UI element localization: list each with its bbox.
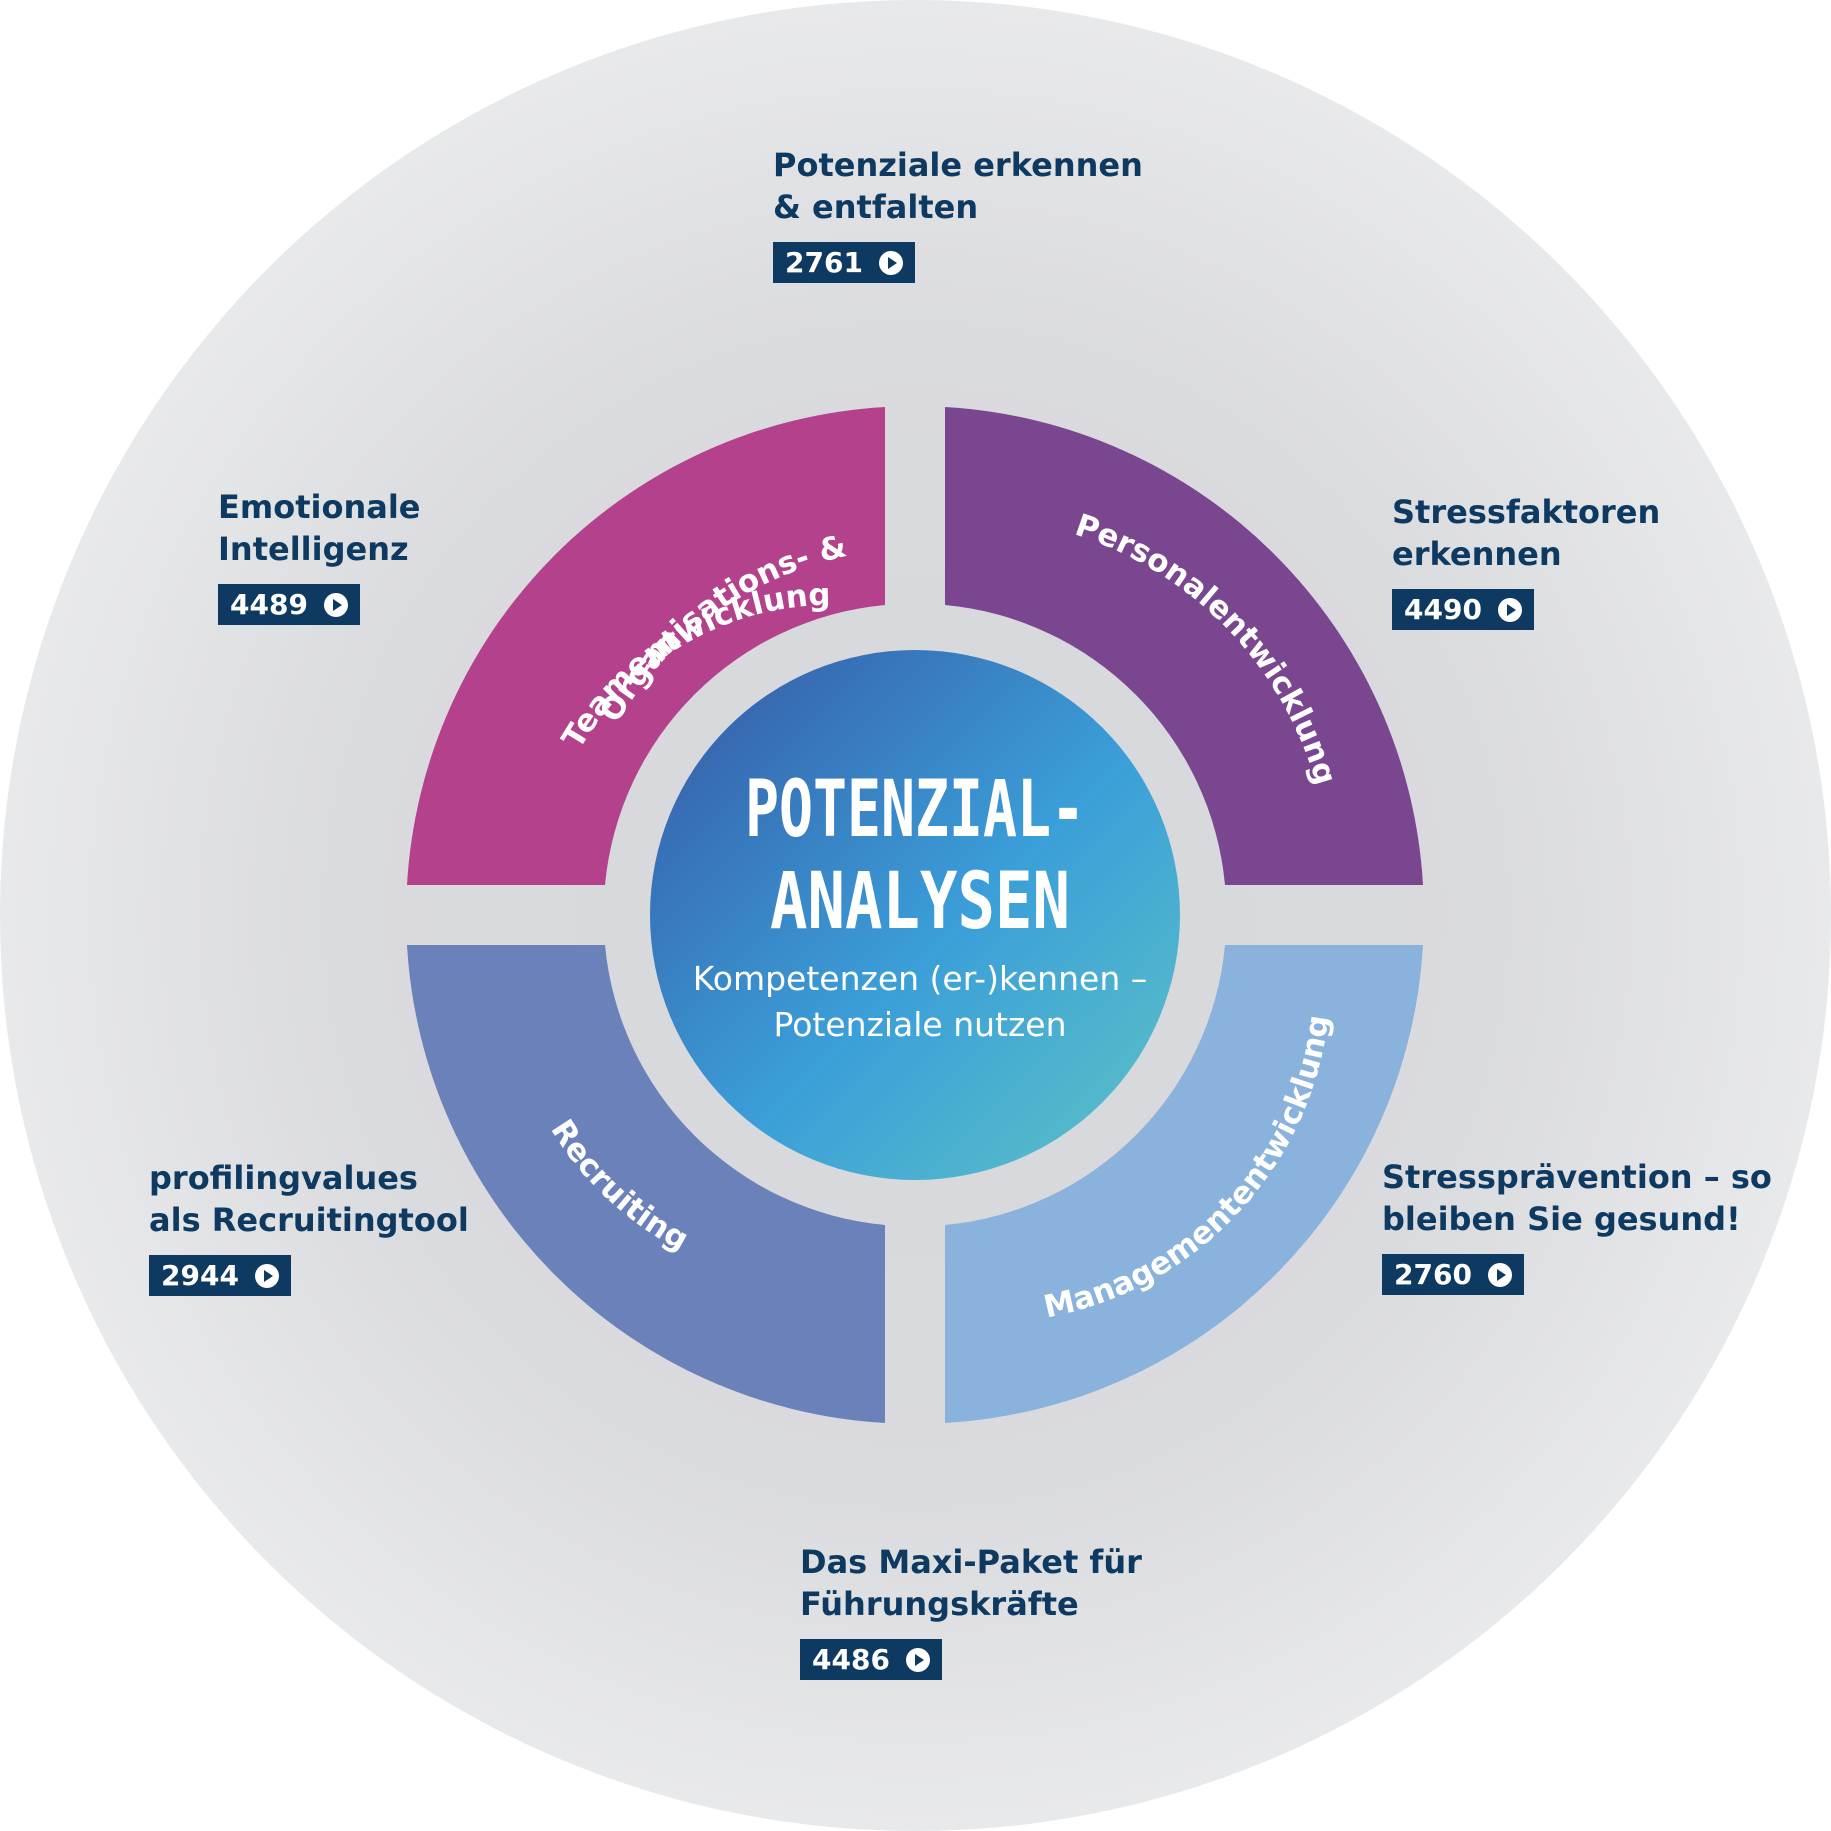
card-emotionale-intelligenz: Emotionale Intelligenz 4489 bbox=[218, 486, 420, 625]
course-code: 2760 bbox=[1394, 1258, 1472, 1291]
course-code: 4486 bbox=[812, 1643, 890, 1676]
course-code: 4489 bbox=[230, 588, 308, 621]
play-circle-icon bbox=[254, 1263, 279, 1288]
center-subtitle-line1: Kompetenzen (er-)kennen – bbox=[693, 959, 1147, 998]
play-circle-icon bbox=[905, 1647, 930, 1672]
course-link-2944[interactable]: 2944 bbox=[149, 1255, 291, 1296]
course-code: 2944 bbox=[161, 1259, 239, 1292]
card-title: Stressprävention – so bleiben Sie gesund… bbox=[1382, 1158, 1772, 1238]
center-circle bbox=[650, 650, 1180, 1180]
card-title: Potenziale erkennen & entfalten bbox=[773, 146, 1143, 226]
center-subtitle-line2: Potenziale nutzen bbox=[773, 1005, 1066, 1044]
segment-recruiting[interactable] bbox=[407, 945, 885, 1423]
card-title: Das Maxi-Paket für Führungskräfte bbox=[800, 1543, 1142, 1623]
card-maxi-paket: Das Maxi-Paket für Führungskräfte 4486 bbox=[800, 1541, 1142, 1680]
play-circle-icon bbox=[323, 592, 348, 617]
play-circle-icon bbox=[1487, 1262, 1512, 1287]
card-potenziale-erkennen: Potenziale erkennen & entfalten 2761 bbox=[773, 144, 1143, 283]
course-code: 4490 bbox=[1404, 593, 1482, 626]
card-stressfaktoren-erkennen: Stressfaktoren erkennen 4490 bbox=[1392, 491, 1660, 630]
segment-managemententwicklung[interactable] bbox=[945, 945, 1423, 1423]
segment-org-teamentwicklung[interactable] bbox=[407, 407, 885, 885]
card-title: Emotionale Intelligenz bbox=[218, 488, 421, 568]
course-link-4490[interactable]: 4490 bbox=[1392, 589, 1534, 630]
segment-personalentwicklung[interactable] bbox=[945, 407, 1423, 885]
course-code: 2761 bbox=[785, 246, 863, 279]
course-link-2760[interactable]: 2760 bbox=[1382, 1254, 1524, 1295]
card-stresspraevention: Stressprävention – so bleiben Sie gesund… bbox=[1382, 1156, 1772, 1295]
course-link-4486[interactable]: 4486 bbox=[800, 1639, 942, 1680]
course-link-2761[interactable]: 2761 bbox=[773, 242, 915, 283]
card-title: Stressfaktoren erkennen bbox=[1392, 493, 1661, 573]
play-circle-icon bbox=[1497, 597, 1522, 622]
card-title: profilingvalues als Recruitingtool bbox=[149, 1159, 469, 1239]
play-circle-icon bbox=[878, 250, 903, 275]
center-title-line1: POTENZIAL- bbox=[745, 765, 1085, 855]
card-profilingvalues: profilingvalues als Recruitingtool 2944 bbox=[149, 1157, 469, 1296]
course-link-4489[interactable]: 4489 bbox=[218, 584, 360, 625]
center-title-line2: ANALYSEN bbox=[770, 857, 1070, 947]
